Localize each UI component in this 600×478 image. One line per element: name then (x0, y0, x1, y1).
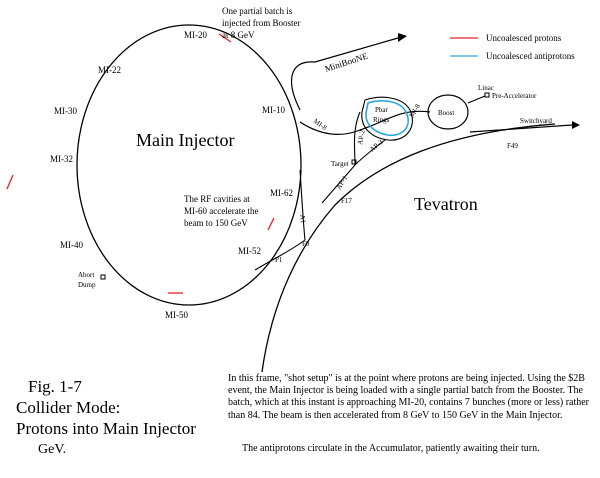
miniboone-arrow-icon (398, 33, 407, 42)
caption-line-1: Fig. 1-7 (28, 377, 82, 396)
target-marker (351, 159, 357, 165)
tevatron-title: Tevatron (414, 194, 478, 214)
main-injector-ring (76, 24, 302, 306)
pbar-label-2: Rings (373, 116, 390, 124)
legend-protons-label: Uncoalesced protons (486, 33, 562, 43)
booster-note-line-3: at 8 GeV (222, 30, 255, 40)
abort-dump-marker (100, 274, 106, 280)
booster-ring (427, 94, 469, 130)
ap3-label: AP-3 (368, 138, 385, 154)
a1-label: A1 (298, 214, 307, 224)
linac-label: Linac (478, 84, 494, 92)
f17-label: F17 (341, 197, 352, 205)
station-mi50: MI-50 (165, 310, 188, 320)
booster-label: Boost (438, 109, 454, 117)
rf-note-line-1: The RF cavities at (184, 194, 250, 204)
description-paragraph-2: The antiprotons circulate in the Accumul… (242, 443, 540, 454)
pre-accelerator-label: Pre-Accelerator (492, 92, 537, 100)
pbar-ring-outer (361, 96, 413, 141)
f0-label: F0 (302, 240, 310, 248)
ap1-line (321, 164, 356, 204)
switchyard-label: Switchyard (520, 117, 552, 125)
proton-arrow-icon (6, 174, 14, 190)
caption-line-4: GeV. (38, 442, 67, 457)
p1-line (254, 239, 306, 271)
description-paragraph-1: In this frame, "shot setup" is at the po… (228, 373, 590, 421)
switchyard-arrow-icon (572, 121, 580, 129)
pbar-label-1: Pbar (375, 106, 389, 114)
target-label: Target (331, 160, 349, 168)
station-mi32: MI-32 (50, 154, 73, 164)
miniboone-line (291, 37, 399, 111)
station-mi30: MI-30 (54, 106, 77, 116)
pbar-ring-blue (365, 100, 409, 137)
station-mi22: MI-22 (98, 65, 121, 75)
tevatron-ring (261, 123, 556, 373)
station-mi62: MI-62 (270, 188, 293, 198)
ap2-label: AP-2 (356, 129, 367, 145)
booster-note-line-2: injected from Booster (222, 18, 300, 28)
p1-label: P1 (275, 256, 283, 264)
main-injector-title: Main Injector (136, 130, 234, 150)
abort-label-2: Dump (78, 281, 96, 289)
caption-line-3: Protons into Main Injector (16, 419, 196, 438)
caption-line-2: Collider Mode: (16, 398, 121, 417)
station-mi52: MI-52 (238, 246, 261, 256)
linac-line (467, 95, 486, 104)
proton-arrow-icon (218, 33, 232, 43)
rf-note-line-2: MI-60 accelerate the (184, 206, 258, 216)
booster-note-line-1: One partial batch is (222, 6, 293, 16)
station-mi20: MI-20 (184, 30, 207, 40)
ap2-line (353, 111, 361, 166)
f49-label: F49 (507, 142, 518, 150)
proton-arrow-icon (267, 217, 275, 231)
ap1-label: AP-1 (335, 174, 350, 191)
station-mi40: MI-40 (60, 240, 83, 250)
mi8b-label: MI-8 (408, 102, 422, 119)
linac-marker (484, 92, 490, 98)
legend-antiprotons-label: Uncoalesced antiprotons (486, 51, 575, 61)
abort-label-1: Abort (78, 271, 94, 279)
switchyard-line (469, 124, 573, 133)
station-mi10: MI-10 (262, 105, 285, 115)
figure-caption: Fig. 1-7 Collider Mode: Protons into Mai… (16, 376, 196, 460)
rf-note-line-3: beam to 150 GeV (184, 218, 248, 228)
ap3-line (354, 139, 386, 166)
a1-line (299, 169, 306, 241)
miniboone-label: MiniBooNE (324, 50, 370, 73)
